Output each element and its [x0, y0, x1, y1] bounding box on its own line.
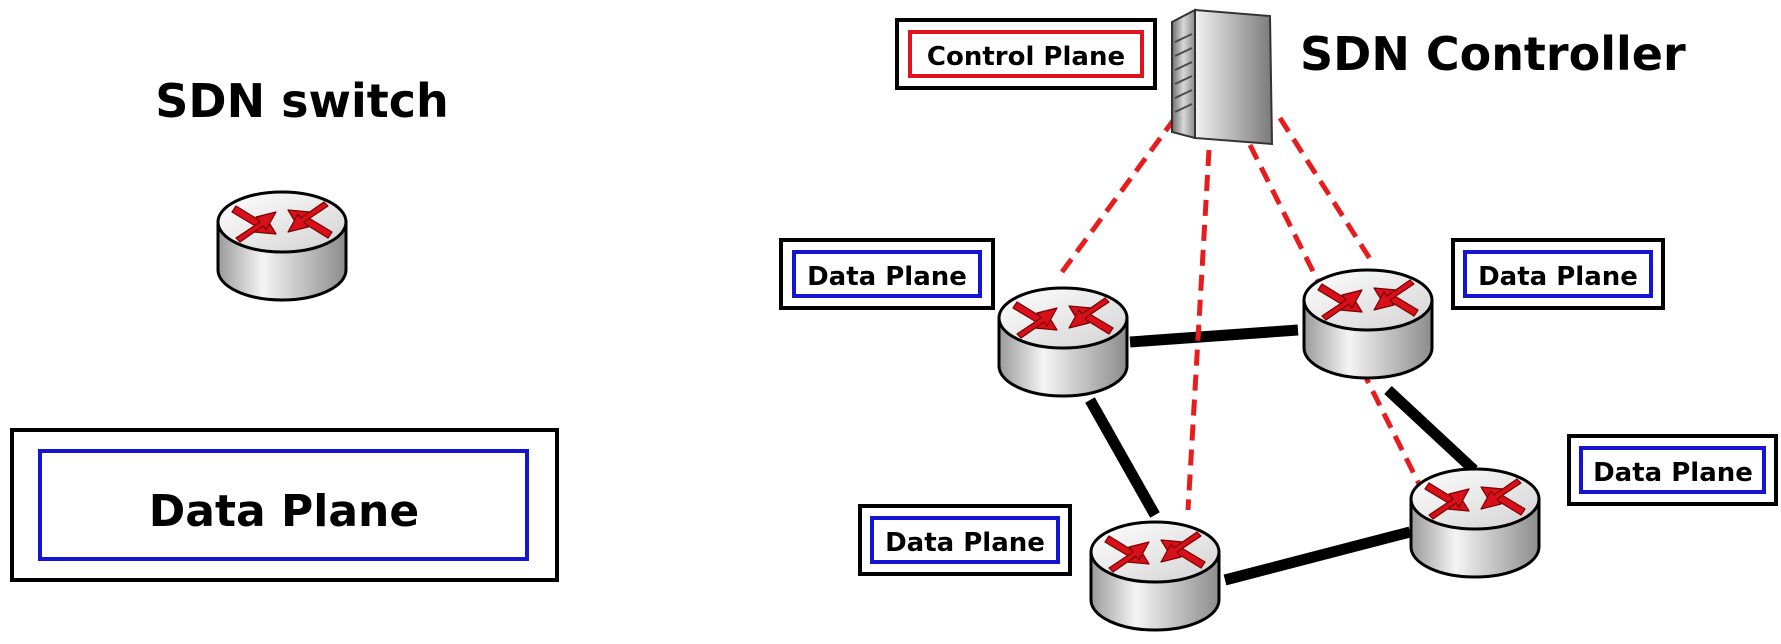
- data-plane-label: Data Plane: [1593, 458, 1753, 488]
- data-plane-label: Data Plane: [149, 486, 419, 537]
- router-icon: [997, 286, 1129, 398]
- data-plane-label: Data Plane: [885, 528, 1045, 558]
- data-plane-label: Data Plane: [807, 262, 967, 292]
- router-icon: [216, 190, 348, 302]
- data-link: [1223, 526, 1412, 586]
- data-plane-box: Data Plane: [779, 238, 995, 310]
- server-icon: [1171, 8, 1274, 146]
- data-link: [1085, 397, 1160, 518]
- data-plane-box-outer: [10, 428, 559, 582]
- control-link: [1059, 116, 1178, 274]
- controller-title: SDN Controller: [1300, 27, 1686, 81]
- control-plane-label: Control Plane: [927, 42, 1125, 72]
- control-links: [1059, 116, 1425, 511]
- control-plane-box: Control Plane: [895, 18, 1157, 90]
- control-link: [1247, 143, 1425, 492]
- router-icon: [1302, 268, 1434, 380]
- data-plane-box: Data Plane: [1451, 238, 1665, 310]
- data-plane-box-inner: [38, 449, 529, 561]
- control-link: [1277, 116, 1375, 264]
- data-plane-box: Data Plane: [1567, 434, 1778, 506]
- data-link: [1129, 324, 1299, 348]
- data-links: [1085, 324, 1478, 586]
- data-link: [1384, 385, 1478, 475]
- router-icon: [1089, 520, 1221, 632]
- router-icon: [1409, 467, 1541, 579]
- switch-title: SDN switch: [155, 74, 448, 128]
- data-plane-box: Data Plane: [858, 504, 1072, 576]
- data-plane-label: Data Plane: [1478, 262, 1638, 292]
- control-link: [1185, 149, 1212, 511]
